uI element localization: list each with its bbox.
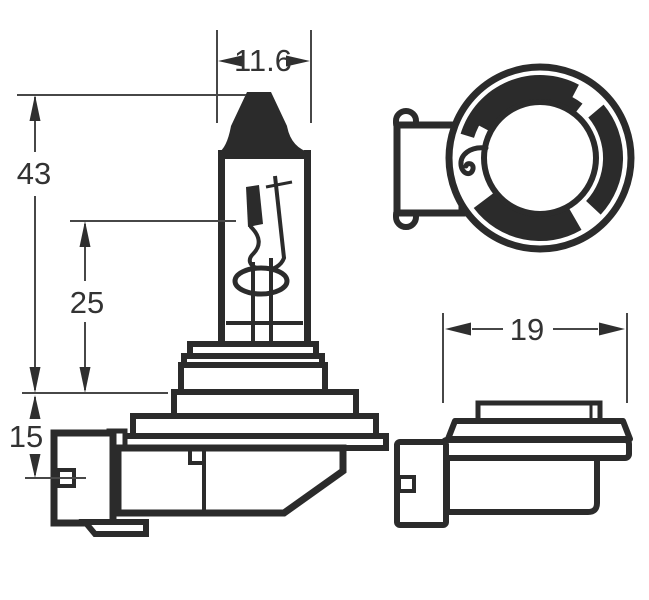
dimension-bulb-diameter: 11.6 bbox=[216, 30, 312, 123]
key-hook bbox=[458, 145, 489, 177]
dimension-label-bulb-diameter: 11.6 bbox=[234, 43, 292, 78]
base-collar bbox=[119, 341, 389, 451]
filament-shield bbox=[246, 185, 263, 227]
arrowhead-up bbox=[29, 95, 41, 121]
dimension-base-flange-width: 19 bbox=[442, 312, 628, 403]
filament-assembly bbox=[226, 175, 303, 343]
arrowhead-up bbox=[29, 395, 41, 419]
bulb-side-view bbox=[50, 92, 389, 537]
connector-housing bbox=[50, 428, 347, 537]
holder-body bbox=[444, 455, 600, 515]
lead-wire-curve-left bbox=[247, 225, 261, 270]
arrowhead-left bbox=[218, 55, 242, 67]
arrowhead-up bbox=[79, 221, 91, 247]
dimension-base-depth: 15 bbox=[9, 392, 168, 479]
glass-bead bbox=[232, 265, 290, 297]
arrowhead-left bbox=[445, 322, 471, 336]
arrowhead-right bbox=[599, 322, 625, 336]
collar-step-3 bbox=[171, 389, 359, 419]
support-wire bbox=[273, 175, 286, 259]
collar-barrel bbox=[178, 362, 328, 395]
housing-body bbox=[114, 444, 347, 517]
dimension-label-base-flange-width: 19 bbox=[510, 312, 544, 347]
dimension-label-light-center-length: 25 bbox=[70, 285, 104, 320]
flange-taper bbox=[445, 418, 633, 442]
dimension-light-center-length: 25 bbox=[70, 220, 236, 393]
inner-bore-circle bbox=[481, 99, 599, 217]
housing-foot bbox=[78, 519, 149, 537]
dimension-overall-length: 43 bbox=[17, 94, 246, 393]
arrowhead-down bbox=[29, 367, 41, 393]
key-segment-top bbox=[460, 75, 583, 138]
arrowhead-right bbox=[286, 55, 310, 67]
plug-latch-notch-side bbox=[397, 475, 416, 493]
key-segment-right bbox=[586, 104, 624, 215]
dimension-label-overall-length: 43 bbox=[17, 156, 51, 191]
base-side-view bbox=[394, 400, 633, 528]
support-crossbar bbox=[265, 180, 293, 189]
key-segment-bottom bbox=[473, 191, 582, 242]
bulb-tip bbox=[218, 92, 311, 159]
base-front-view bbox=[393, 63, 635, 253]
arrowhead-down bbox=[29, 454, 41, 478]
housing-keyway bbox=[188, 449, 206, 511]
arrowhead-down bbox=[79, 367, 91, 393]
dimension-label-base-depth: 15 bbox=[9, 419, 43, 454]
